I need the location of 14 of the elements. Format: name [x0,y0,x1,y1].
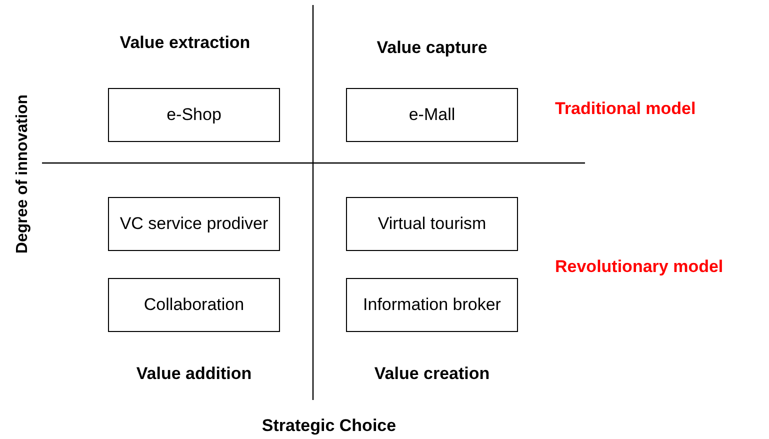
category-box: Information broker [346,278,518,332]
category-box: Collaboration [108,278,280,332]
axis-label: Value extraction [118,32,252,54]
axis-label: Strategic Choice [260,415,398,437]
category-box: Virtual tourism [346,197,518,251]
category-box: e-Mall [346,88,518,142]
axis-label: Value creation [373,363,491,385]
axis-label: Value addition [135,363,253,385]
axis-label: Value capture [376,37,488,59]
axis-label: Traditional model [555,98,696,120]
axis-label: Revolutionary model [555,256,724,278]
category-box: VC service prodiver [108,197,280,251]
axis-label: Degree of innovation [13,93,32,256]
category-box: e-Shop [108,88,280,142]
